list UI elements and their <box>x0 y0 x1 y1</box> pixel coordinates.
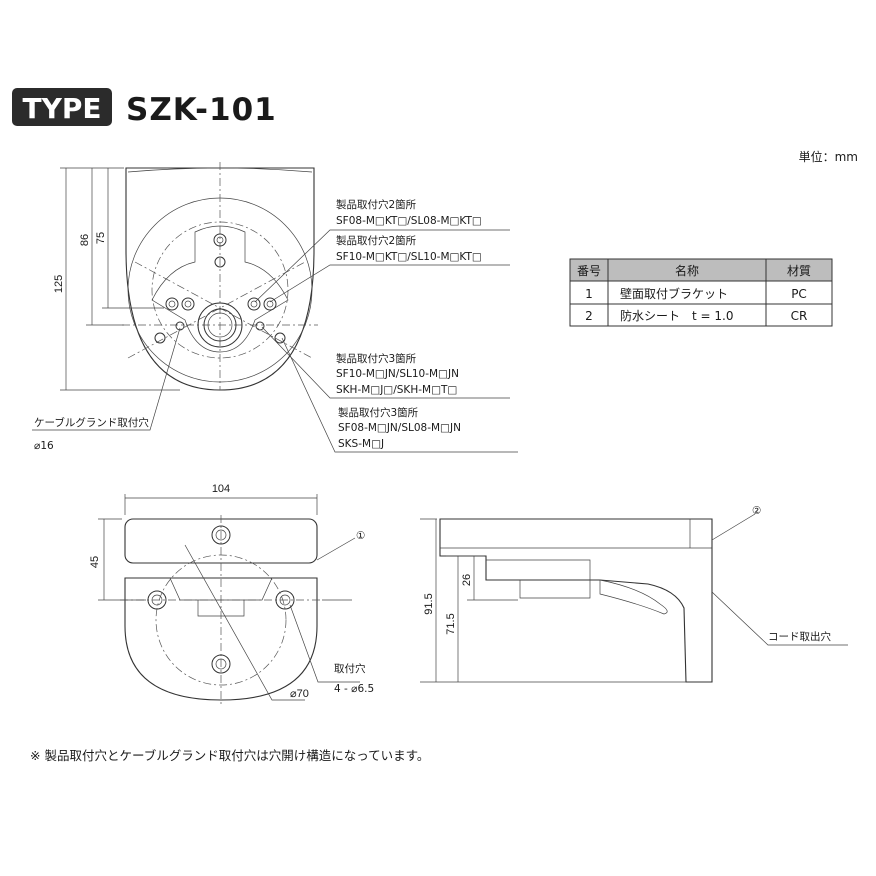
callout-3-line2: SF10-M□JN/SL10-M□JN <box>336 368 459 380</box>
callout-3-line1: 製品取付穴3箇所 <box>336 352 417 365</box>
side-view <box>420 513 848 683</box>
dim-26: 26 <box>461 574 473 586</box>
type-badge-label: TYPE <box>22 92 101 125</box>
unit-label: 単位：mm <box>799 149 858 164</box>
type-badge <box>12 88 112 126</box>
dim-125: 125 <box>53 275 65 293</box>
table-row-2-name: 防水シート t = 1.0 <box>620 308 733 323</box>
parts-table: 番号 名称 材質 1 壁面取付ブラケット PC 2 防水シート t = 1.0 … <box>569 258 833 327</box>
table-header-name: 名称 <box>675 263 699 278</box>
model-name: SZK-101 <box>126 92 277 128</box>
callout-4-line2: SF08-M□JN/SL08-M□JN <box>338 422 461 434</box>
callout-part-2: ② <box>752 505 761 517</box>
mount-hole-label: 取付穴 <box>334 662 366 675</box>
dim-70: ⌀70 <box>290 688 309 700</box>
table-header-material: 材質 <box>787 263 811 278</box>
callout-2-line2: SF10-M□KT□/SL10-M□KT□ <box>336 251 482 263</box>
table-row-2-material: CR <box>791 309 808 323</box>
callout-1-line2: SF08-M□KT□/SL08-M□KT□ <box>336 215 482 227</box>
front-view <box>98 494 360 704</box>
callout-4-line1: 製品取付穴3箇所 <box>338 406 419 419</box>
dim-86: 86 <box>79 234 91 246</box>
table-row-1-name: 壁面取付ブラケット <box>620 286 728 301</box>
dim-104: 104 <box>212 483 230 495</box>
callout-3-line3: SKH-M□J□/SKH-M□T□ <box>336 384 457 396</box>
dim-45: 45 <box>89 556 101 568</box>
cable-gland-label: ケーブルグランド取付穴 <box>34 416 149 429</box>
table-row-2-no: 2 <box>585 309 593 323</box>
callout-1-line1: 製品取付穴2箇所 <box>336 198 417 211</box>
dim-91-5: 91.5 <box>423 593 435 614</box>
cable-gland-hole <box>197 302 243 348</box>
table-row-1-no: 1 <box>585 287 593 301</box>
callout-part-1: ① <box>356 530 365 542</box>
cable-gland-size: ⌀16 <box>34 440 54 452</box>
top-view: 125 86 75 <box>32 162 518 453</box>
dim-75: 75 <box>95 232 107 244</box>
callout-4-line3: SKS-M□J <box>338 438 384 450</box>
table-header-no: 番号 <box>577 264 601 278</box>
table-row-1-material: PC <box>791 287 807 301</box>
footnote: ※ 製品取付穴とケーブルグランド取付穴は穴開け構造になっています。 <box>30 748 429 763</box>
mount-hole-top <box>213 233 227 247</box>
callout-2-line1: 製品取付穴2箇所 <box>336 234 417 247</box>
dim-71-5: 71.5 <box>445 613 457 634</box>
mount-hole-size: 4 - ⌀6.5 <box>334 683 374 695</box>
cord-exit-label: コード取出穴 <box>768 630 831 643</box>
